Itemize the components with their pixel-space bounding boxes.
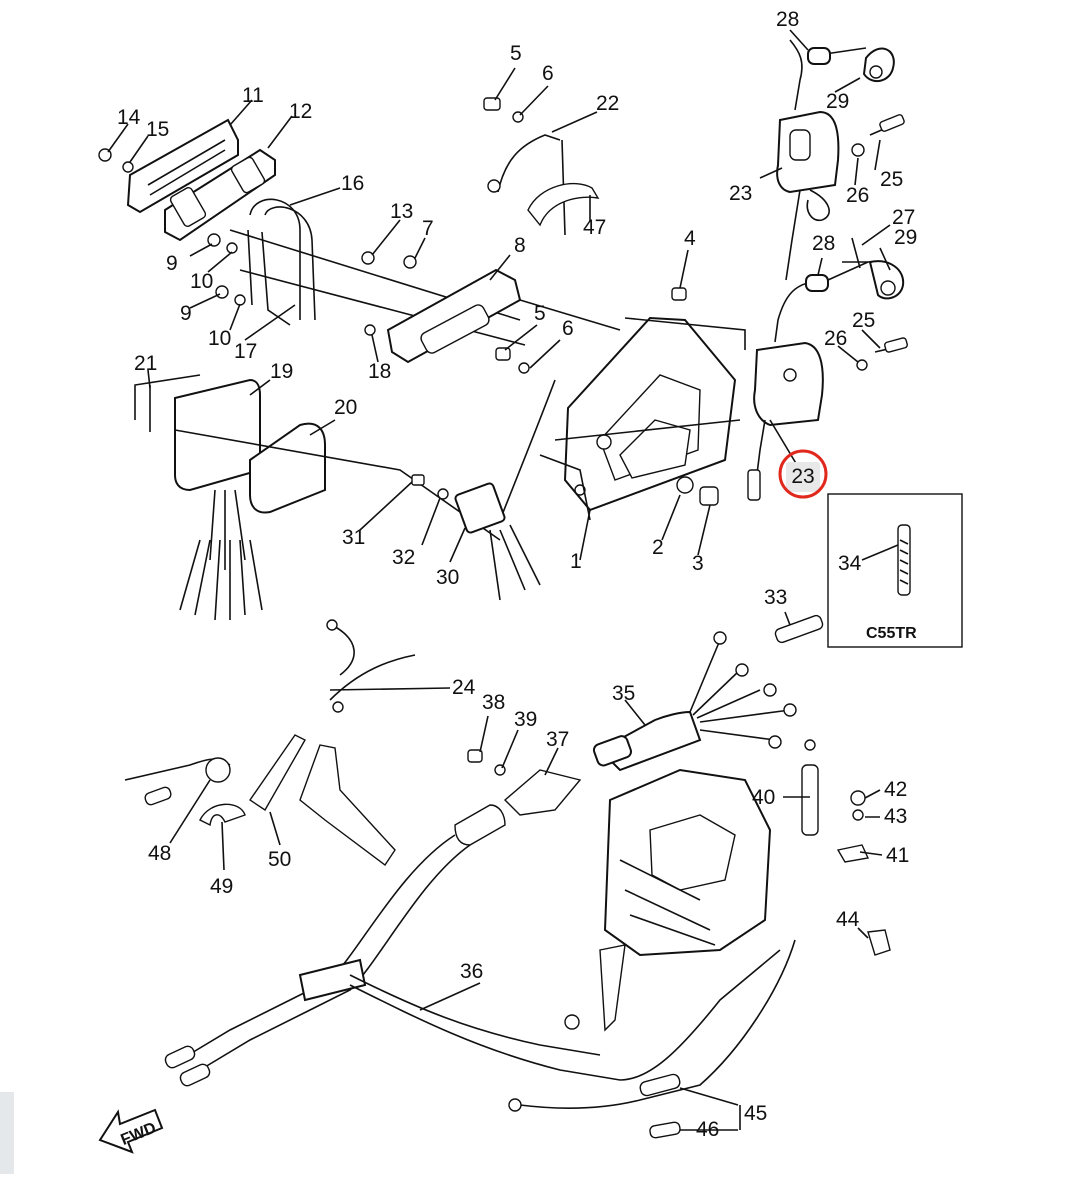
bolts-5-6-top: [483, 97, 600, 236]
callout-39[interactable]: 39: [514, 708, 537, 731]
callout-48[interactable]: 48: [148, 842, 171, 865]
callout-2[interactable]: 2: [652, 536, 664, 559]
callout-labels: 28 29 23 26 25 27 29 28 26 25 5 6 22 47 …: [117, 8, 917, 1141]
callout-19[interactable]: 19: [270, 360, 293, 383]
callout-10[interactable]: 10: [190, 270, 213, 293]
callout-26[interactable]: 26: [846, 184, 869, 207]
callout-36[interactable]: 36: [460, 960, 483, 983]
left-edge-strip: [0, 1092, 14, 1174]
callout-38[interactable]: 38: [482, 691, 505, 714]
switch-40-42-43-41: [801, 739, 891, 956]
callout-11[interactable]: 11: [242, 84, 264, 107]
callout-35[interactable]: 35: [612, 682, 635, 705]
callout-10[interactable]: 10: [208, 327, 231, 350]
base-plate-1: [495, 316, 737, 521]
callout-9[interactable]: 9: [180, 302, 192, 325]
callout-31[interactable]: 31: [342, 526, 365, 549]
bracket-37-38-39: [467, 749, 582, 816]
harness-36: [164, 804, 781, 1087]
ignition-coil-upper: [776, 39, 905, 281]
callout-25[interactable]: 25: [880, 168, 903, 191]
callout-9[interactable]: 9: [166, 252, 178, 275]
callout-7[interactable]: 7: [422, 217, 434, 240]
callout-8[interactable]: 8: [514, 234, 526, 257]
plate-bracket-11-12: [98, 118, 276, 242]
callout-16[interactable]: 16: [341, 172, 364, 195]
callout-25[interactable]: 25: [852, 309, 875, 332]
callout-15[interactable]: 15: [146, 118, 169, 141]
callout-28[interactable]: 28: [812, 232, 835, 255]
main-harness-35: [592, 631, 797, 772]
callout-46[interactable]: 46: [696, 1118, 719, 1141]
callout-28[interactable]: 28: [776, 8, 799, 31]
callout-26[interactable]: 26: [824, 327, 847, 350]
callout-30[interactable]: 30: [436, 566, 459, 589]
callout-21[interactable]: 21: [134, 352, 157, 375]
callout-29[interactable]: 29: [826, 90, 849, 113]
wire-45-46: [508, 939, 796, 1139]
inset-label: C55TR: [866, 625, 917, 642]
callout-12[interactable]: 12: [289, 100, 312, 123]
callout-14[interactable]: 14: [117, 106, 141, 129]
callout-6[interactable]: 6: [542, 62, 554, 85]
callout-32[interactable]: 32: [392, 546, 415, 569]
callout-40[interactable]: 40: [752, 786, 775, 809]
callout-42[interactable]: 42: [884, 778, 907, 801]
regulator-30: [411, 474, 541, 601]
callout-50[interactable]: 50: [268, 848, 291, 871]
callout-24[interactable]: 24: [452, 676, 476, 699]
callout-23[interactable]: 23: [729, 182, 752, 205]
callout-20[interactable]: 20: [334, 396, 357, 419]
fwd-arrow: FWD: [98, 1108, 164, 1154]
callout-18[interactable]: 18: [368, 360, 391, 383]
callout-3[interactable]: 3: [692, 552, 704, 575]
cdi-unit-8: [361, 251, 522, 364]
lever-48-49-50: [124, 734, 396, 867]
callout-49[interactable]: 49: [210, 875, 233, 898]
bracket-4: [671, 287, 687, 301]
engine-block: [603, 768, 772, 957]
callout-37[interactable]: 37: [546, 728, 569, 751]
connection-lines-center: [519, 299, 746, 521]
callout-43[interactable]: 43: [884, 805, 907, 828]
callout-13[interactable]: 13: [390, 200, 413, 223]
callout-5[interactable]: 5: [534, 302, 546, 325]
ignition-coil-lower: [747, 237, 908, 501]
callout-34[interactable]: 34: [838, 552, 862, 575]
callout-22[interactable]: 22: [596, 92, 619, 115]
wire-24: [326, 619, 416, 713]
rectifier-19: [134, 374, 501, 621]
callout-45[interactable]: 45: [744, 1102, 767, 1125]
callout-27[interactable]: 27: [892, 206, 915, 229]
inset-box-c55tr: [827, 493, 963, 648]
callout-44[interactable]: 44: [836, 908, 860, 931]
callout-29[interactable]: 29: [894, 226, 917, 249]
callout-33[interactable]: 33: [764, 586, 787, 609]
callout-4[interactable]: 4: [684, 227, 696, 250]
callout-1[interactable]: 1: [570, 550, 582, 573]
highlight-marker-23: 23: [778, 449, 828, 499]
callout-41[interactable]: 41: [886, 844, 909, 867]
callout-17[interactable]: 17: [234, 340, 257, 363]
part-33-sleeve: [774, 614, 824, 644]
callout-47[interactable]: 47: [583, 216, 606, 239]
screws-9-10: [207, 233, 246, 306]
callout-23-highlighted[interactable]: 23: [791, 465, 814, 488]
leader-lines: [107, 29, 899, 1131]
callout-5[interactable]: 5: [510, 42, 522, 65]
callout-6[interactable]: 6: [562, 317, 574, 340]
